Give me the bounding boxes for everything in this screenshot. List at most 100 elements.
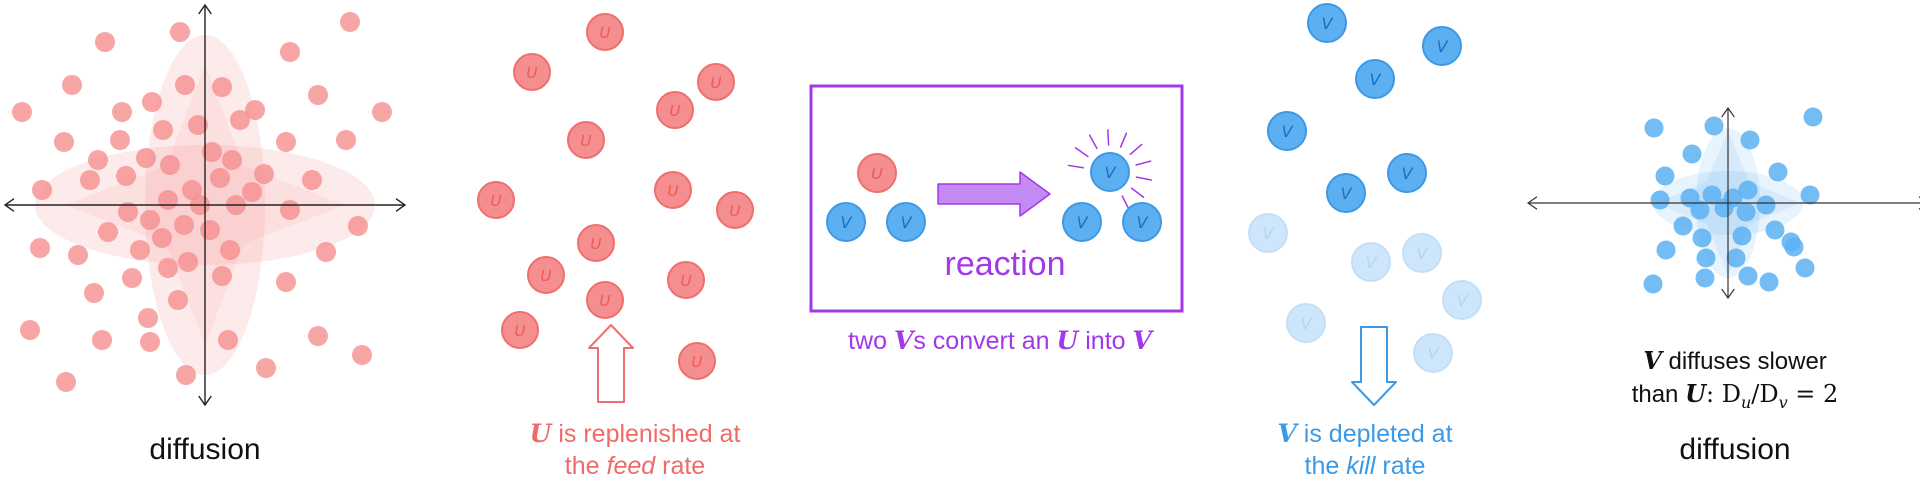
particle-letter: U <box>667 182 678 200</box>
particle-letter: U <box>580 132 591 150</box>
u-particle <box>308 326 328 346</box>
u-particle <box>30 238 50 258</box>
u-particle: U <box>678 342 716 380</box>
u-particle <box>256 358 276 378</box>
v-particle: V <box>1402 233 1442 273</box>
particle-letter: U <box>669 102 680 120</box>
v-particle <box>1695 268 1715 288</box>
feed-arrow <box>588 324 634 403</box>
v-particle <box>1704 116 1724 136</box>
sparkle-ray <box>1135 176 1152 181</box>
v-particle: V <box>1286 303 1326 343</box>
v-particle <box>1673 216 1693 236</box>
v-particle: V <box>1442 280 1482 320</box>
particle-letter: V <box>1321 14 1333 33</box>
v-particle: V <box>1267 111 1307 151</box>
u-particle <box>20 320 40 340</box>
u-particle <box>316 242 336 262</box>
v-particle: V <box>1413 333 1453 373</box>
particle-letter: U <box>691 353 702 371</box>
u-particle <box>88 150 108 170</box>
particle-letter: V <box>900 213 912 232</box>
v-particle <box>1800 185 1820 205</box>
u-feed-caption: U is replenished at the feed rate <box>470 418 800 482</box>
u-particle: U <box>857 153 897 193</box>
sparkle-ray <box>1107 129 1110 146</box>
u-particle <box>182 180 202 200</box>
v-particle <box>1768 162 1788 182</box>
u-particle <box>276 132 296 152</box>
sparkle-ray <box>1074 147 1089 158</box>
u-particle <box>212 77 232 97</box>
axis-arrowhead <box>395 198 407 212</box>
sparkle-ray <box>1121 195 1130 211</box>
v-particle <box>1784 237 1804 257</box>
u-particle: U <box>656 91 694 129</box>
reaction-box <box>809 84 1184 313</box>
u-particle <box>95 32 115 52</box>
particle-letter: V <box>1300 314 1312 333</box>
u-particle <box>158 258 178 278</box>
particle-letter: V <box>1436 37 1448 56</box>
u-particle <box>84 283 104 303</box>
u-particle <box>200 220 220 240</box>
particle-letter: U <box>590 235 601 253</box>
v-diffusion-panel <box>1526 106 1920 300</box>
particle-letter: U <box>599 24 610 42</box>
u-variable: U <box>529 419 552 448</box>
v-kill-caption: V is depleted at the kill rate <box>1215 418 1515 482</box>
v-particle: V <box>1062 202 1102 242</box>
u-particle <box>138 308 158 328</box>
kill-word: kill <box>1346 452 1376 480</box>
u-particle <box>340 12 360 32</box>
particle-letter: U <box>514 322 525 340</box>
u-particle <box>372 102 392 122</box>
v-particle <box>1656 240 1676 260</box>
v-particle <box>1738 180 1758 200</box>
particle-letter: V <box>1281 122 1293 141</box>
sparkle-ray <box>1067 164 1085 169</box>
u-particle <box>352 345 372 365</box>
u-particle <box>68 245 88 265</box>
v-particle <box>1644 118 1664 138</box>
particle-letter: V <box>1401 164 1413 183</box>
particle-letter: V <box>1365 253 1377 272</box>
particle-letter: U <box>490 192 501 210</box>
v-particle: V <box>1326 173 1366 213</box>
u-particle: U <box>477 181 515 219</box>
v-particle <box>1732 226 1752 246</box>
u-particle <box>170 22 190 42</box>
v-particle: V <box>1387 153 1427 193</box>
u-particle <box>280 200 300 220</box>
reaction-label: reaction <box>944 245 1066 283</box>
particle-letter: V <box>1076 213 1088 232</box>
u-particle <box>174 215 194 235</box>
sparkle-ray <box>1119 132 1128 148</box>
v-diffusion-label: diffusion <box>1679 433 1791 466</box>
u-particle <box>136 148 156 168</box>
u-particle <box>140 210 160 230</box>
u-particle: U <box>567 121 605 159</box>
particle-letter: V <box>1340 184 1352 203</box>
u-particle <box>32 180 52 200</box>
u-particle: U <box>667 261 705 299</box>
axis-arrowhead <box>3 198 15 212</box>
u-particle <box>302 170 322 190</box>
kill-arrow <box>1351 326 1397 406</box>
u-particle <box>80 170 100 190</box>
particle-letter: V <box>1104 163 1116 182</box>
u-particle: U <box>527 256 565 294</box>
u-particle: U <box>501 311 539 349</box>
v-particle <box>1643 274 1663 294</box>
v-variable: V <box>893 326 914 355</box>
v-particle <box>1702 185 1722 205</box>
u-diffusion-panel <box>3 3 407 407</box>
sparkle-ray <box>1130 187 1145 199</box>
u-particle <box>178 252 198 272</box>
u-particle: U <box>577 224 615 262</box>
u-particle <box>118 202 138 222</box>
sparkle-ray <box>1088 134 1098 150</box>
particle-letter: U <box>871 164 883 183</box>
